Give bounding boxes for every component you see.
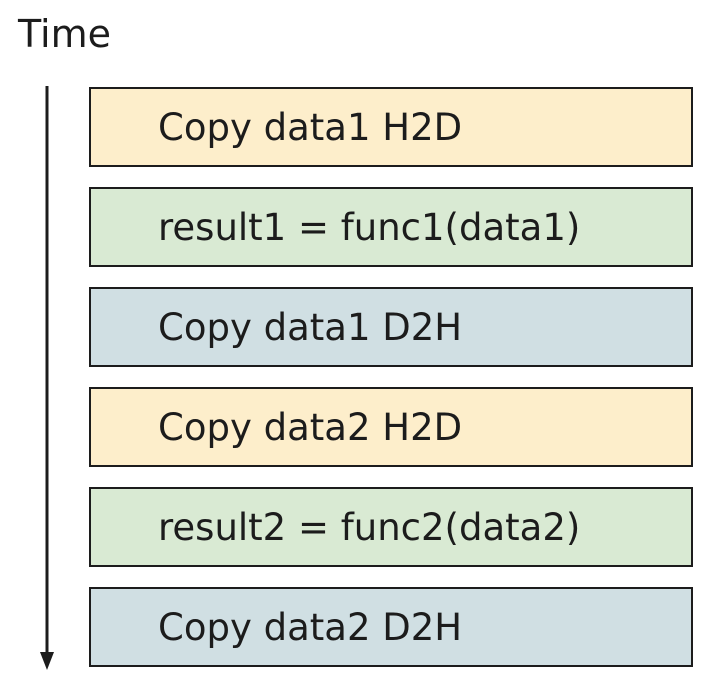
step-label: Copy data1 D2H: [158, 305, 463, 349]
step-label: Copy data2 D2H: [158, 605, 463, 649]
time-arrow-head: [40, 652, 54, 670]
step-label: Copy data2 H2D: [158, 405, 463, 449]
time-axis-label: Time: [18, 12, 111, 56]
step-copy-data2-h2d: Copy data2 H2D: [89, 387, 693, 467]
step-copy-data1-d2h: Copy data1 D2H: [89, 287, 693, 367]
step-label: Copy data1 H2D: [158, 105, 463, 149]
step-compute-func2: result2 = func2(data2): [89, 487, 693, 567]
step-copy-data2-d2h: Copy data2 D2H: [89, 587, 693, 667]
step-copy-data1-h2d: Copy data1 H2D: [89, 87, 693, 167]
step-label: result2 = func2(data2): [158, 505, 581, 549]
timeline-steps: Copy data1 H2D result1 = func1(data1) Co…: [89, 87, 693, 667]
step-label: result1 = func1(data1): [158, 205, 581, 249]
step-compute-func1: result1 = func1(data1): [89, 187, 693, 267]
time-arrow: [40, 86, 54, 670]
